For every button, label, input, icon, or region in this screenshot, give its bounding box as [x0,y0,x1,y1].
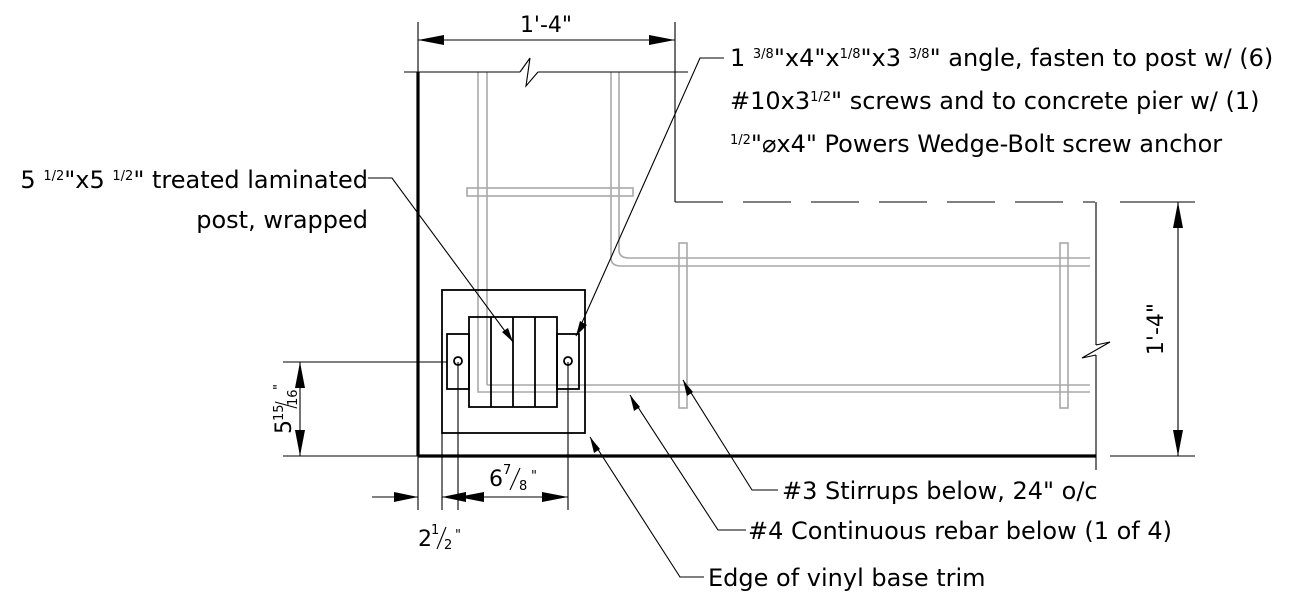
dimension-bottom-post-num: 7 [503,463,511,478]
dimension-bottom-offset: 2 1 2 " [372,433,470,553]
dimension-right: 1'-4" [1110,201,1195,457]
annotation-rebar: #4 Continuous rebar below (1 of 4) [748,517,1172,545]
svg-text:": " [531,469,537,484]
dimension-top-label: 1'-4" [520,13,572,38]
dimension-left-den: 16 [286,389,301,406]
rebar-left-vertical [477,72,1090,393]
dimension-left-num: 15 [272,404,287,421]
right-break-line [1081,341,1111,359]
dimension-top: 1'-4" [417,13,676,72]
svg-text:1 3/8"x4"x1/8"x3 3/8" angle, f: 1 3/8"x4"x1/8"x3 3/8" angle, fasten to p… [730,44,1273,72]
concrete-outline [404,57,1111,470]
annotation-stirrups: #3 Stirrups below, 24" o/c [782,477,1098,505]
dimension-bottom-offset-den: 2 [444,538,452,553]
dimension-bottom-post: 6 7 8 " [457,362,569,510]
leader-rebar [629,394,746,531]
dimension-right-label: 1'-4" [1144,303,1169,355]
svg-text:post, wrapped: post, wrapped [196,206,368,234]
top-break-line [519,57,539,88]
leader-post [368,177,514,343]
svg-text:#10x31/2" screws and to concre: #10x31/2" screws and to concrete pier w/… [730,87,1259,115]
dimension-left-vertical: 5 15 16 " [272,361,447,457]
svg-text:5 1/2"x5 1/2" treated laminate: 5 1/2"x5 1/2" treated laminated [20,166,368,194]
annotation-post: 5 1/2"x5 1/2" treated laminated post, wr… [20,166,368,234]
rebar-right-vertical-2 [618,72,1090,259]
dimension-bottom-offset-whole: 2 [418,527,432,552]
dimension-left-whole: 5 [272,420,297,434]
post-assembly [441,289,586,434]
annotation-angle: 1 3/8"x4"x1/8"x3 3/8" angle, fasten to p… [730,44,1273,158]
svg-text:": " [272,384,287,390]
stirrup-vertical-1 [678,242,688,409]
stirrup-horizontal [466,187,634,197]
annotation-trim: Edge of vinyl base trim [708,564,986,592]
svg-text:": " [455,528,461,543]
dimension-bottom-post-whole: 6 [489,467,503,492]
rebar-group [466,72,1090,409]
leader-trim [589,436,704,578]
leaders [368,57,778,578]
stirrup-vertical-2 [1059,242,1069,409]
dimension-bottom-post-den: 8 [519,479,527,494]
leader-stirrups [682,379,778,491]
leader-angle [575,57,724,337]
svg-text:1/2"⌀x4" Powers Wedge-Bolt scr: 1/2"⌀x4" Powers Wedge-Bolt screw anchor [730,130,1222,158]
dimension-bottom-offset-num: 1 [431,523,439,538]
